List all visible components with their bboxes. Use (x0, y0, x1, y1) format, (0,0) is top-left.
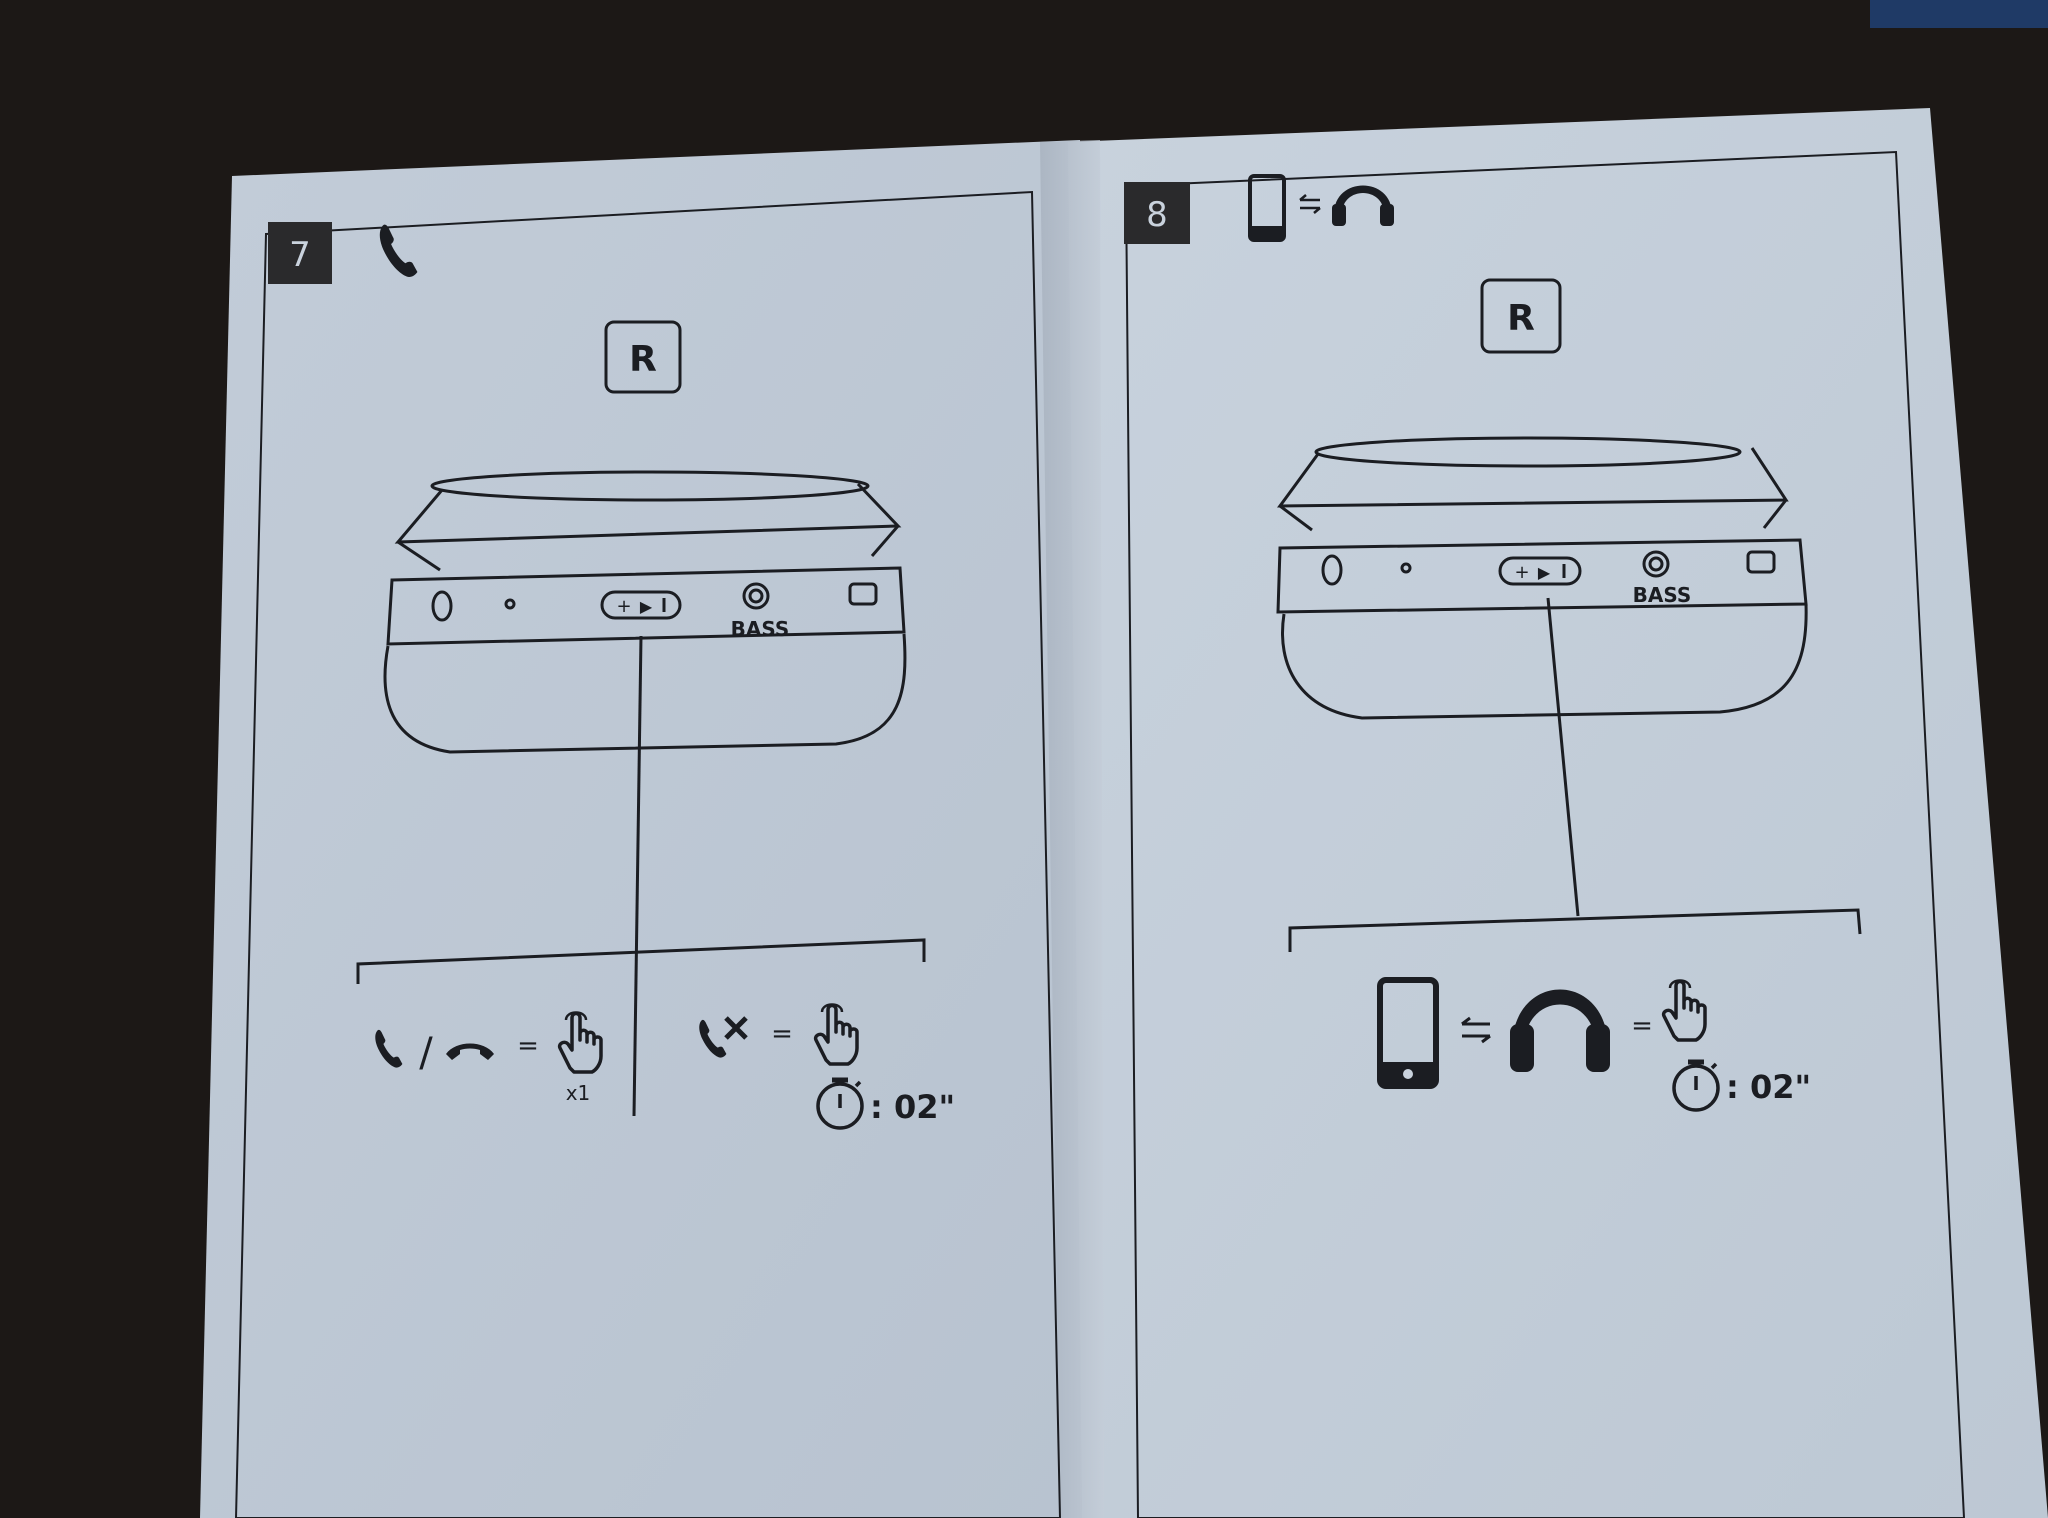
earcup-controls: + ▶ (431, 582, 878, 622)
bass-label: BASS (1633, 583, 1692, 607)
answer-end-instruction: / = x1 (375, 1011, 603, 1105)
svg-text:+: + (1514, 562, 1529, 583)
callout-lines (356, 635, 926, 1117)
usb-port-icon (848, 582, 878, 606)
finger-tap-icon (1661, 979, 1707, 1042)
page-number: 7 (289, 235, 311, 275)
stopwatch-icon (1672, 1059, 1720, 1112)
earcup-controls: + ▶ (1321, 550, 1776, 586)
page-gutter (1040, 140, 1104, 1518)
right-page-content: 8 R + (1124, 174, 1862, 1112)
finger-tap-icon (557, 1011, 603, 1074)
left-page-frame (234, 190, 1062, 1518)
swap-arrows-icon (1299, 194, 1321, 214)
power-button-icon (431, 590, 453, 622)
finger-tap-icon (813, 1003, 859, 1066)
multifunction-button (1498, 556, 1582, 586)
left-page (200, 140, 1082, 1518)
usb-port-icon (1746, 550, 1776, 574)
callout-lines (1288, 597, 1862, 952)
phone-icon (375, 1029, 403, 1068)
page-number-badge (1124, 182, 1190, 244)
pair-duration: : 02" (1726, 1068, 1811, 1106)
side-label: R (629, 339, 657, 380)
headphones-icon (1510, 989, 1610, 1072)
equals: = (1631, 1011, 1653, 1041)
page-number: 8 (1146, 195, 1168, 235)
stopwatch-icon (816, 1077, 864, 1130)
earcup-illustration (1276, 436, 1808, 720)
pairing-instruction: = : 02" (1377, 977, 1811, 1112)
svg-text:▶: ▶ (1538, 563, 1551, 582)
right-page-frame (1124, 150, 1966, 1518)
svg-text:▶: ▶ (640, 597, 653, 616)
equals: = (771, 1019, 793, 1049)
side-label-box (604, 320, 682, 394)
phone-reject-icon (699, 1016, 748, 1058)
page-number-badge (268, 222, 332, 284)
power-button-icon (1321, 554, 1343, 586)
headphones-icon (1332, 185, 1394, 226)
bass-button-icon (1642, 550, 1670, 578)
svg-text:+: + (616, 596, 631, 617)
swap-arrows-icon (1461, 1016, 1491, 1044)
equals: = (517, 1031, 539, 1061)
smartphone-icon (1377, 977, 1439, 1089)
reject-duration: : 02" (870, 1088, 955, 1126)
left-page-content: 7 R + ▶ BASS (268, 222, 955, 1130)
separator: / (419, 1030, 433, 1076)
blue-object-corner (1870, 0, 2048, 28)
side-label: R (1507, 298, 1535, 339)
tap-count: x1 (566, 1081, 591, 1105)
bass-button-icon (742, 582, 770, 610)
reject-instruction: = : 02" (699, 1003, 955, 1130)
phone-icon (379, 224, 418, 277)
hang-up-icon (446, 1043, 494, 1060)
led-indicator (1400, 562, 1412, 574)
led-indicator (504, 598, 516, 610)
earcup-illustration (383, 470, 907, 754)
right-page (1068, 108, 2048, 1518)
bass-label: BASS (731, 617, 790, 641)
side-label-box (1480, 278, 1562, 354)
smartphone-icon (1248, 174, 1286, 242)
multifunction-button (600, 590, 682, 620)
